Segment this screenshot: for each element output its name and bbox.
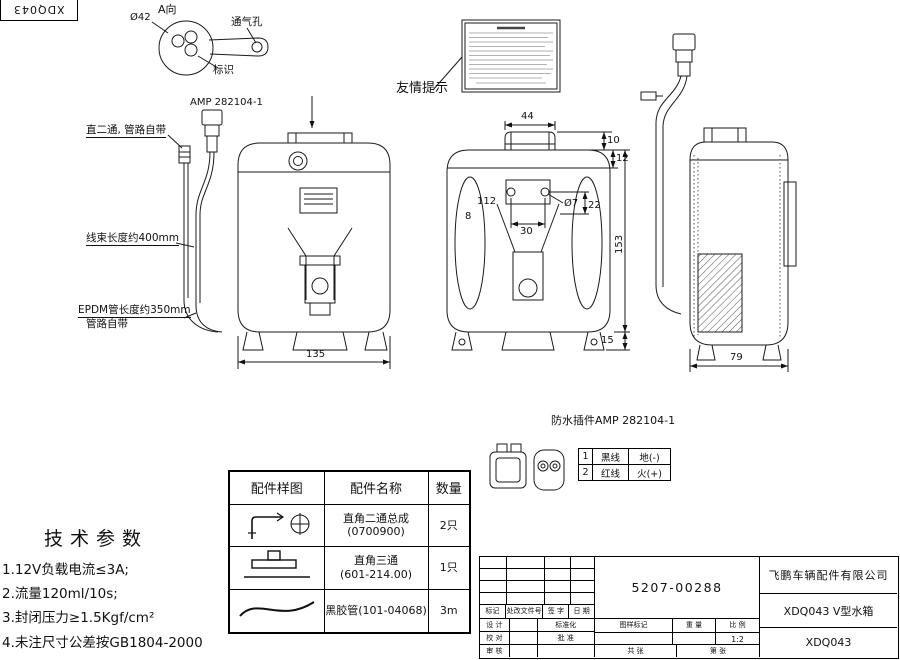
sheet-page: 第 张: [709, 647, 727, 655]
dim-hole-7: Ø7: [564, 198, 579, 209]
pin-row-2: 2 红线 火(+): [578, 464, 671, 481]
parts-col-sample: 配件样图: [228, 470, 325, 505]
plug-pin-table: 1 黑线 地(-) 2 红线 火(+): [578, 448, 671, 481]
dim-112: 112: [477, 196, 497, 207]
pin-wire: 红线: [592, 464, 629, 481]
part-name: 黑胶管(101-04068): [325, 604, 427, 617]
parts-col-name: 配件名称: [323, 470, 429, 505]
tube-note-line2: 管路自带: [86, 318, 128, 330]
sig-audit: 审 核: [480, 645, 510, 657]
parts-table: 配件样图 配件名称 数量 直角二通总成 (0700900) 2只: [228, 470, 471, 634]
company-name: 飞鹏车辆配件有限公司: [760, 557, 897, 594]
dim-135: 135: [306, 349, 326, 360]
dim-22: 22: [588, 200, 601, 211]
dim-15: 15: [601, 335, 614, 346]
sig-standardization: 标准化: [555, 621, 577, 629]
dim-12: 12: [616, 153, 629, 164]
tech-param-4: 4.未注尺寸公差按GB1804-2000: [2, 635, 203, 651]
tube-note-line1: EPDM管长度约350mm: [78, 304, 191, 319]
signature-area: 设 计 标准化 校 对 批 准 审 核: [480, 619, 595, 657]
dim-44: 44: [521, 111, 534, 122]
detail-a-drawing: [151, 20, 269, 76]
stamp-col-scale: 比 例: [729, 621, 746, 629]
product-code: XDQ043: [805, 636, 852, 649]
fitting-note: 直二通, 管路自带: [86, 124, 167, 139]
part-qty: 1只: [427, 546, 471, 590]
product-name: XDQ043 V型水箱: [760, 594, 897, 628]
tech-params-title: 技术参数: [44, 528, 149, 550]
rev-col-mark: 标记: [480, 605, 506, 618]
reminder-label: 友情提示: [396, 81, 449, 96]
sig-design: 设 计: [480, 619, 510, 631]
warning-label-drawing: [432, 19, 561, 93]
parts-col-qty: 数量: [427, 470, 471, 505]
revision-grid: [480, 557, 595, 605]
harness-note: 线束长度约400mm: [86, 232, 179, 247]
parts-row-elbow: 直角二通总成 (0700900) 2只: [228, 503, 471, 548]
part-qty: 2只: [427, 503, 471, 548]
rev-col-date: 日 期: [573, 607, 590, 615]
sig-approve: 批 准: [557, 634, 574, 642]
detail-a-diameter: Ø42: [130, 12, 151, 23]
plug-section-title: 防水插件AMP 282104-1: [551, 414, 676, 427]
dim-79: 79: [730, 352, 743, 363]
rev-col-docno: 处改文件号: [506, 605, 544, 618]
pin-polarity: 地(-): [628, 448, 671, 465]
detail-a-title: A向: [158, 3, 177, 16]
corner-stamp-text: XDQ043: [13, 2, 65, 16]
part-name: 直角三通: [354, 554, 398, 568]
part-code: (601-214.00): [339, 568, 413, 582]
side-view-drawing: [640, 33, 797, 372]
pin-polarity: 火(+): [628, 464, 671, 481]
amp-connector-label: AMP 282104-1: [190, 97, 263, 108]
dim-10: 10: [607, 135, 620, 146]
tee-fitting-sample: [244, 550, 311, 578]
drawing-number: 5207-00288: [595, 557, 759, 619]
tech-param-3: 3.封闭压力≥1.5Kgf/cm²: [2, 610, 155, 626]
waterproof-plug-drawing: [489, 443, 565, 491]
tech-param-1: 1.12V负载电流≤3A;: [2, 562, 129, 578]
title-block: 标记 处改文件号 签 字 日 期 设 计 标准化 校 对 批 准 审 核 520…: [479, 556, 899, 659]
part-code: (0700900): [347, 525, 405, 539]
vent-hole-label: 通气孔: [231, 16, 263, 28]
sheet-total: 共 张: [595, 645, 677, 657]
corner-stamp: XDQ043: [0, 0, 78, 21]
dim-153: 153: [614, 234, 625, 254]
dim-30: 30: [520, 226, 533, 237]
part-name: 直角二通总成: [343, 511, 409, 525]
front-view-drawing: [167, 96, 391, 369]
parts-row-hose: 黑胶管(101-04068) 3m: [228, 588, 471, 634]
pin-wire: 黑线: [592, 448, 629, 465]
marking-label: 标识: [213, 64, 234, 76]
elbow-fitting-sample: [248, 512, 310, 539]
pin-row-1: 1 黑线 地(-): [578, 448, 671, 465]
dim-8: 8: [465, 211, 472, 222]
scale-value: 1:2: [731, 635, 744, 644]
part-qty: 3m: [427, 588, 471, 634]
revision-header-row: 标记 处改文件号 签 字 日 期: [480, 605, 595, 619]
title-block-right: 飞鹏车辆配件有限公司 XDQ043 V型水箱 XDQ043: [759, 557, 897, 657]
stamp-col-weight: 重 量: [673, 619, 716, 632]
hose-sample: [239, 601, 315, 617]
parts-row-tee: 直角三通 (601-214.00) 1只: [228, 546, 471, 590]
stamp-area: 图样标记 重 量 比 例 1:2 共 张 第 张: [595, 619, 759, 657]
stamp-col-mark: 图样标记: [595, 619, 673, 632]
tech-param-2: 2.流量120ml/10s;: [2, 586, 118, 602]
pin-no: 2: [578, 464, 593, 481]
parts-header-row: 配件样图 配件名称 数量: [228, 470, 471, 505]
pin-no: 1: [578, 448, 593, 465]
rev-col-sign: 签 字: [543, 605, 570, 618]
center-view-drawing: [446, 121, 630, 351]
sig-check: 校 对: [480, 632, 510, 644]
